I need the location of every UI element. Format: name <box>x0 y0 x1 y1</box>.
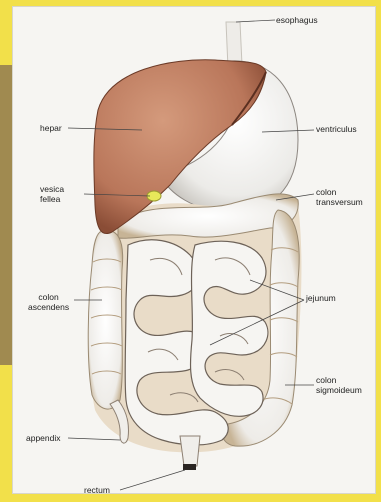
label-sigmoideum-line2: sigmoideum <box>316 385 362 395</box>
anus-shape <box>183 464 196 470</box>
label-fellea-line2: fellea <box>40 194 64 204</box>
label-hepar: hepar <box>40 123 62 133</box>
label-jejunum: jejunum <box>306 293 336 303</box>
label-appendix: appendix <box>26 433 61 443</box>
label-colon-ascendens: colon ascendens <box>28 292 69 312</box>
label-colon-transversum: colon transversum <box>316 187 363 207</box>
label-esophagus: esophagus <box>276 15 318 25</box>
label-colon-line1: colon <box>28 292 69 302</box>
rectum-leader <box>120 470 185 490</box>
label-colon-line1: colon <box>316 375 362 385</box>
label-transversum-line2: transversum <box>316 197 363 207</box>
label-rectum: rectum <box>84 485 110 495</box>
esophagus-leader <box>236 20 275 22</box>
label-vesica-fellea: vesica fellea <box>40 184 64 204</box>
label-ventriculus: ventriculus <box>316 124 357 134</box>
appendix-leader <box>68 438 120 440</box>
rectum-shape <box>180 436 200 466</box>
label-colon-sigmoideum: colon sigmoideum <box>316 375 362 395</box>
label-ascendens-line2: ascendens <box>28 302 69 312</box>
label-vesica-line1: vesica <box>40 184 64 194</box>
ascending-colon-shape <box>88 231 122 409</box>
jejunum-shape <box>125 240 268 445</box>
label-colon-line1: colon <box>316 187 363 197</box>
